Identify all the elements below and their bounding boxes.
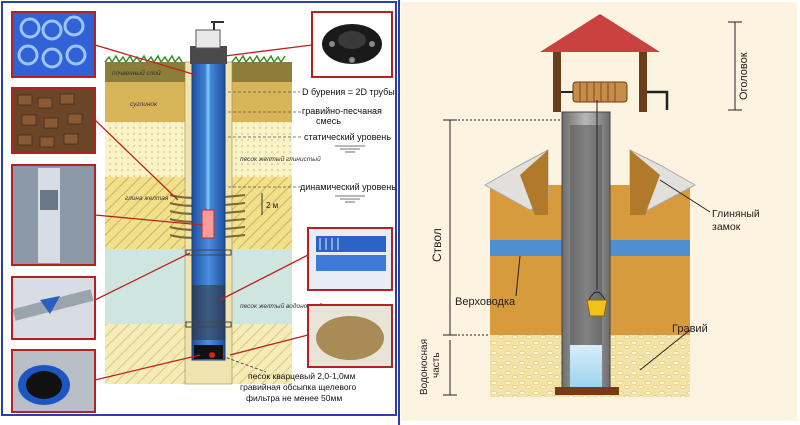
label-water-part-2: часть — [431, 352, 442, 378]
perched-water-left — [490, 240, 562, 256]
label-gravel: Гравий — [672, 323, 708, 335]
label-water-part-1: Водоносная — [419, 339, 430, 395]
layer-topsoil: почвенный слой — [112, 69, 161, 77]
bucket-icon — [586, 299, 608, 317]
label-clay-lock-1: Глиняный — [712, 208, 760, 220]
label-perched-water: Верховодка — [455, 296, 516, 308]
photo-pipes — [11, 11, 96, 78]
right-panel: Оголовок Ствол Водоносная часть Глиняный… — [401, 2, 797, 421]
left-panel: почвенный слой суглинок песок желтый гли… — [1, 1, 397, 416]
faucet-icon — [211, 21, 224, 30]
windlass-drum — [572, 81, 628, 103]
photo-wellhead-cap — [311, 11, 393, 78]
well-head — [190, 46, 227, 64]
label-head: Оголовок — [738, 52, 750, 100]
well-water — [570, 345, 602, 387]
layer-clay: глина желтая — [125, 195, 169, 202]
photo-pump — [11, 164, 96, 266]
callout-static-level: статический уровень — [304, 132, 391, 142]
well-roof — [540, 14, 660, 52]
static-level-marker — [335, 145, 365, 153]
perched-water-right — [610, 240, 690, 256]
label-clay-lock-2: замок — [712, 221, 741, 233]
right-leader-lines — [515, 179, 711, 371]
layer-loam: суглинок — [130, 101, 158, 108]
photo-pipe-end — [11, 349, 96, 413]
label-shaft: Ствол — [430, 228, 444, 262]
callout-depth-2m: 2 м — [266, 201, 278, 210]
photo-clay — [11, 87, 96, 154]
callout-drill-diameter: D бурения = 2D трубы — [302, 87, 395, 97]
soil-layers — [104, 54, 292, 384]
callout-quartz-sand: песок кварцевый 2,0-1,0мм — [248, 371, 356, 381]
photo-quartz-sand — [307, 304, 393, 368]
pump-icon — [201, 209, 215, 239]
callout-gravel-mix-2: смесь — [316, 116, 341, 126]
dynamic-level-marker — [335, 195, 365, 203]
crank-handle-icon — [647, 90, 669, 110]
dimension-lines — [443, 21, 742, 396]
layer-sand-water: песок желтый водоносный — [240, 302, 323, 310]
photo-filter-pipe — [307, 227, 393, 291]
layer-sand-clay: песок желтый глинистый — [240, 155, 321, 163]
callout-backfill-1: гравийная обсыпка щелевого — [240, 382, 357, 392]
callout-dynamic-level: динамический уровень — [300, 182, 396, 192]
callout-backfill-2: фильтра не менее 50мм — [246, 393, 342, 403]
photo-centralizer — [11, 276, 96, 340]
leader-lines — [94, 44, 313, 381]
slotted-filter — [192, 285, 225, 340]
callout-gravel-mix-1: гравийно-песчаная — [302, 106, 382, 116]
well-bottom — [555, 387, 619, 395]
